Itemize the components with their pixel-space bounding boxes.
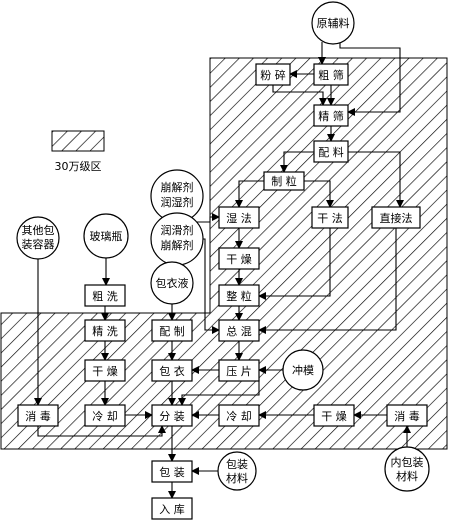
label-ruku: 入 库 — [159, 503, 185, 516]
label-baozhuang: 包 装 — [159, 466, 185, 479]
box-jingxi — [84, 319, 126, 342]
label-cuxi: 粗 洗 — [92, 290, 118, 303]
label-neibao-1: 内包装 — [391, 455, 424, 469]
flow-arrow — [272, 85, 327, 106]
label-fenzhuang: 分 装 — [159, 410, 185, 423]
legend-swatch — [51, 130, 105, 152]
box-peizhi — [151, 319, 193, 342]
label-shifa: 湿 法 — [226, 211, 252, 225]
label-zhijiefa: 直接法 — [380, 211, 413, 225]
label-baoyi: 包 衣 — [159, 364, 185, 378]
label-lengque-left: 冷 却 — [92, 410, 118, 423]
box-zhili — [263, 171, 305, 191]
box-shifa — [218, 206, 260, 229]
label-neibao-2: 材料 — [396, 469, 418, 483]
label-runshiji: 润湿剂 — [161, 195, 194, 209]
label-yapian: 压 片 — [226, 365, 252, 378]
box-baoyi — [151, 359, 193, 382]
box-jingshai — [313, 104, 349, 127]
box-zonghun — [218, 319, 260, 342]
label-zhili: 制 粒 — [271, 174, 297, 188]
flow-arrow — [37, 425, 166, 437]
label-ganzao-right: 干 燥 — [321, 410, 347, 423]
label-chongmo: 冲模 — [292, 363, 314, 377]
legend-label: 30万级区 — [55, 160, 102, 173]
box-baozhuang — [151, 460, 193, 483]
label-jingxi: 精 洗 — [92, 325, 118, 338]
input-circles — [16, 1, 430, 492]
label-qita-2: 装容器 — [22, 237, 55, 251]
box-peiliao — [313, 140, 349, 163]
box-lengque-right — [218, 404, 260, 427]
label-xiaodu-right: 消 毒 — [394, 409, 420, 423]
label-baocai-1: 包装 — [226, 458, 248, 471]
flow-arrow — [280, 151, 314, 173]
flow-arrow — [258, 228, 397, 334]
box-gan1 — [218, 247, 260, 270]
label-xiaodu-left: 消 毒 — [25, 409, 51, 423]
glass-bottle-circle — [83, 213, 129, 259]
box-ruku — [151, 497, 193, 520]
box-xiaodu-right — [386, 404, 428, 427]
package-material-circle — [217, 451, 257, 491]
label-baocai-2: 材料 — [226, 471, 248, 485]
flow-arrow — [235, 180, 264, 208]
label-ganfa: 干 法 — [317, 211, 343, 225]
box-fenzhuang — [151, 404, 193, 427]
label-lengque-right: 冷 却 — [226, 410, 252, 423]
box-zhengli — [218, 284, 260, 307]
label-bengjieji-2: 崩解剂 — [161, 238, 194, 252]
label-ganzao: 干 燥 — [92, 365, 118, 378]
label-zhengli: 整 粒 — [226, 289, 252, 303]
box-ganzao — [84, 359, 126, 382]
label-baoyiye: 包衣液 — [156, 276, 189, 290]
process-labels: 原辅料 粉 碎 粗 筛 精 筛 配 料 制 粒 湿 法 干 法 直接法 崩解剂 … — [22, 16, 424, 516]
box-ganzao-right — [313, 404, 355, 427]
process-boxes — [17, 63, 428, 520]
flow-arrow — [178, 380, 260, 406]
box-xiaodu-left — [17, 404, 59, 427]
box-lengque-left — [84, 404, 126, 427]
label-bengjieji-1: 崩解剂 — [161, 180, 194, 194]
label-jingshai: 精 筛 — [318, 109, 344, 123]
box-fensui — [255, 63, 291, 86]
punch-die-circle — [282, 349, 324, 391]
label-peiliao: 配 料 — [318, 145, 344, 159]
box-ganfa — [311, 206, 349, 229]
label-yuanfuliao: 原辅料 — [317, 16, 350, 30]
label-cushai: 粗 筛 — [318, 68, 344, 82]
box-yapian — [218, 359, 260, 382]
flow-arrow — [258, 228, 331, 300]
box-cushai — [313, 63, 349, 86]
flow-arrow — [304, 180, 334, 208]
inner-package-circle — [384, 446, 430, 492]
label-runhuaji: 润滑剂 — [161, 223, 194, 237]
label-peizhi: 配 制 — [159, 325, 185, 338]
label-qita-1: 其他包 — [22, 224, 55, 237]
flow-arrow — [339, 42, 401, 116]
label-gan1: 干 燥 — [226, 253, 252, 266]
label-zonghun: 总 混 — [226, 324, 252, 338]
label-bolipping: 玻璃瓶 — [90, 229, 123, 243]
box-cuxi — [84, 284, 126, 307]
other-container-circle — [16, 216, 60, 260]
raw-material-circle — [311, 1, 355, 45]
label-fensui: 粉 碎 — [260, 68, 286, 82]
flow-arrow — [348, 151, 404, 208]
coating-liquid-circle — [150, 261, 194, 305]
box-zhijiefa — [371, 206, 421, 229]
